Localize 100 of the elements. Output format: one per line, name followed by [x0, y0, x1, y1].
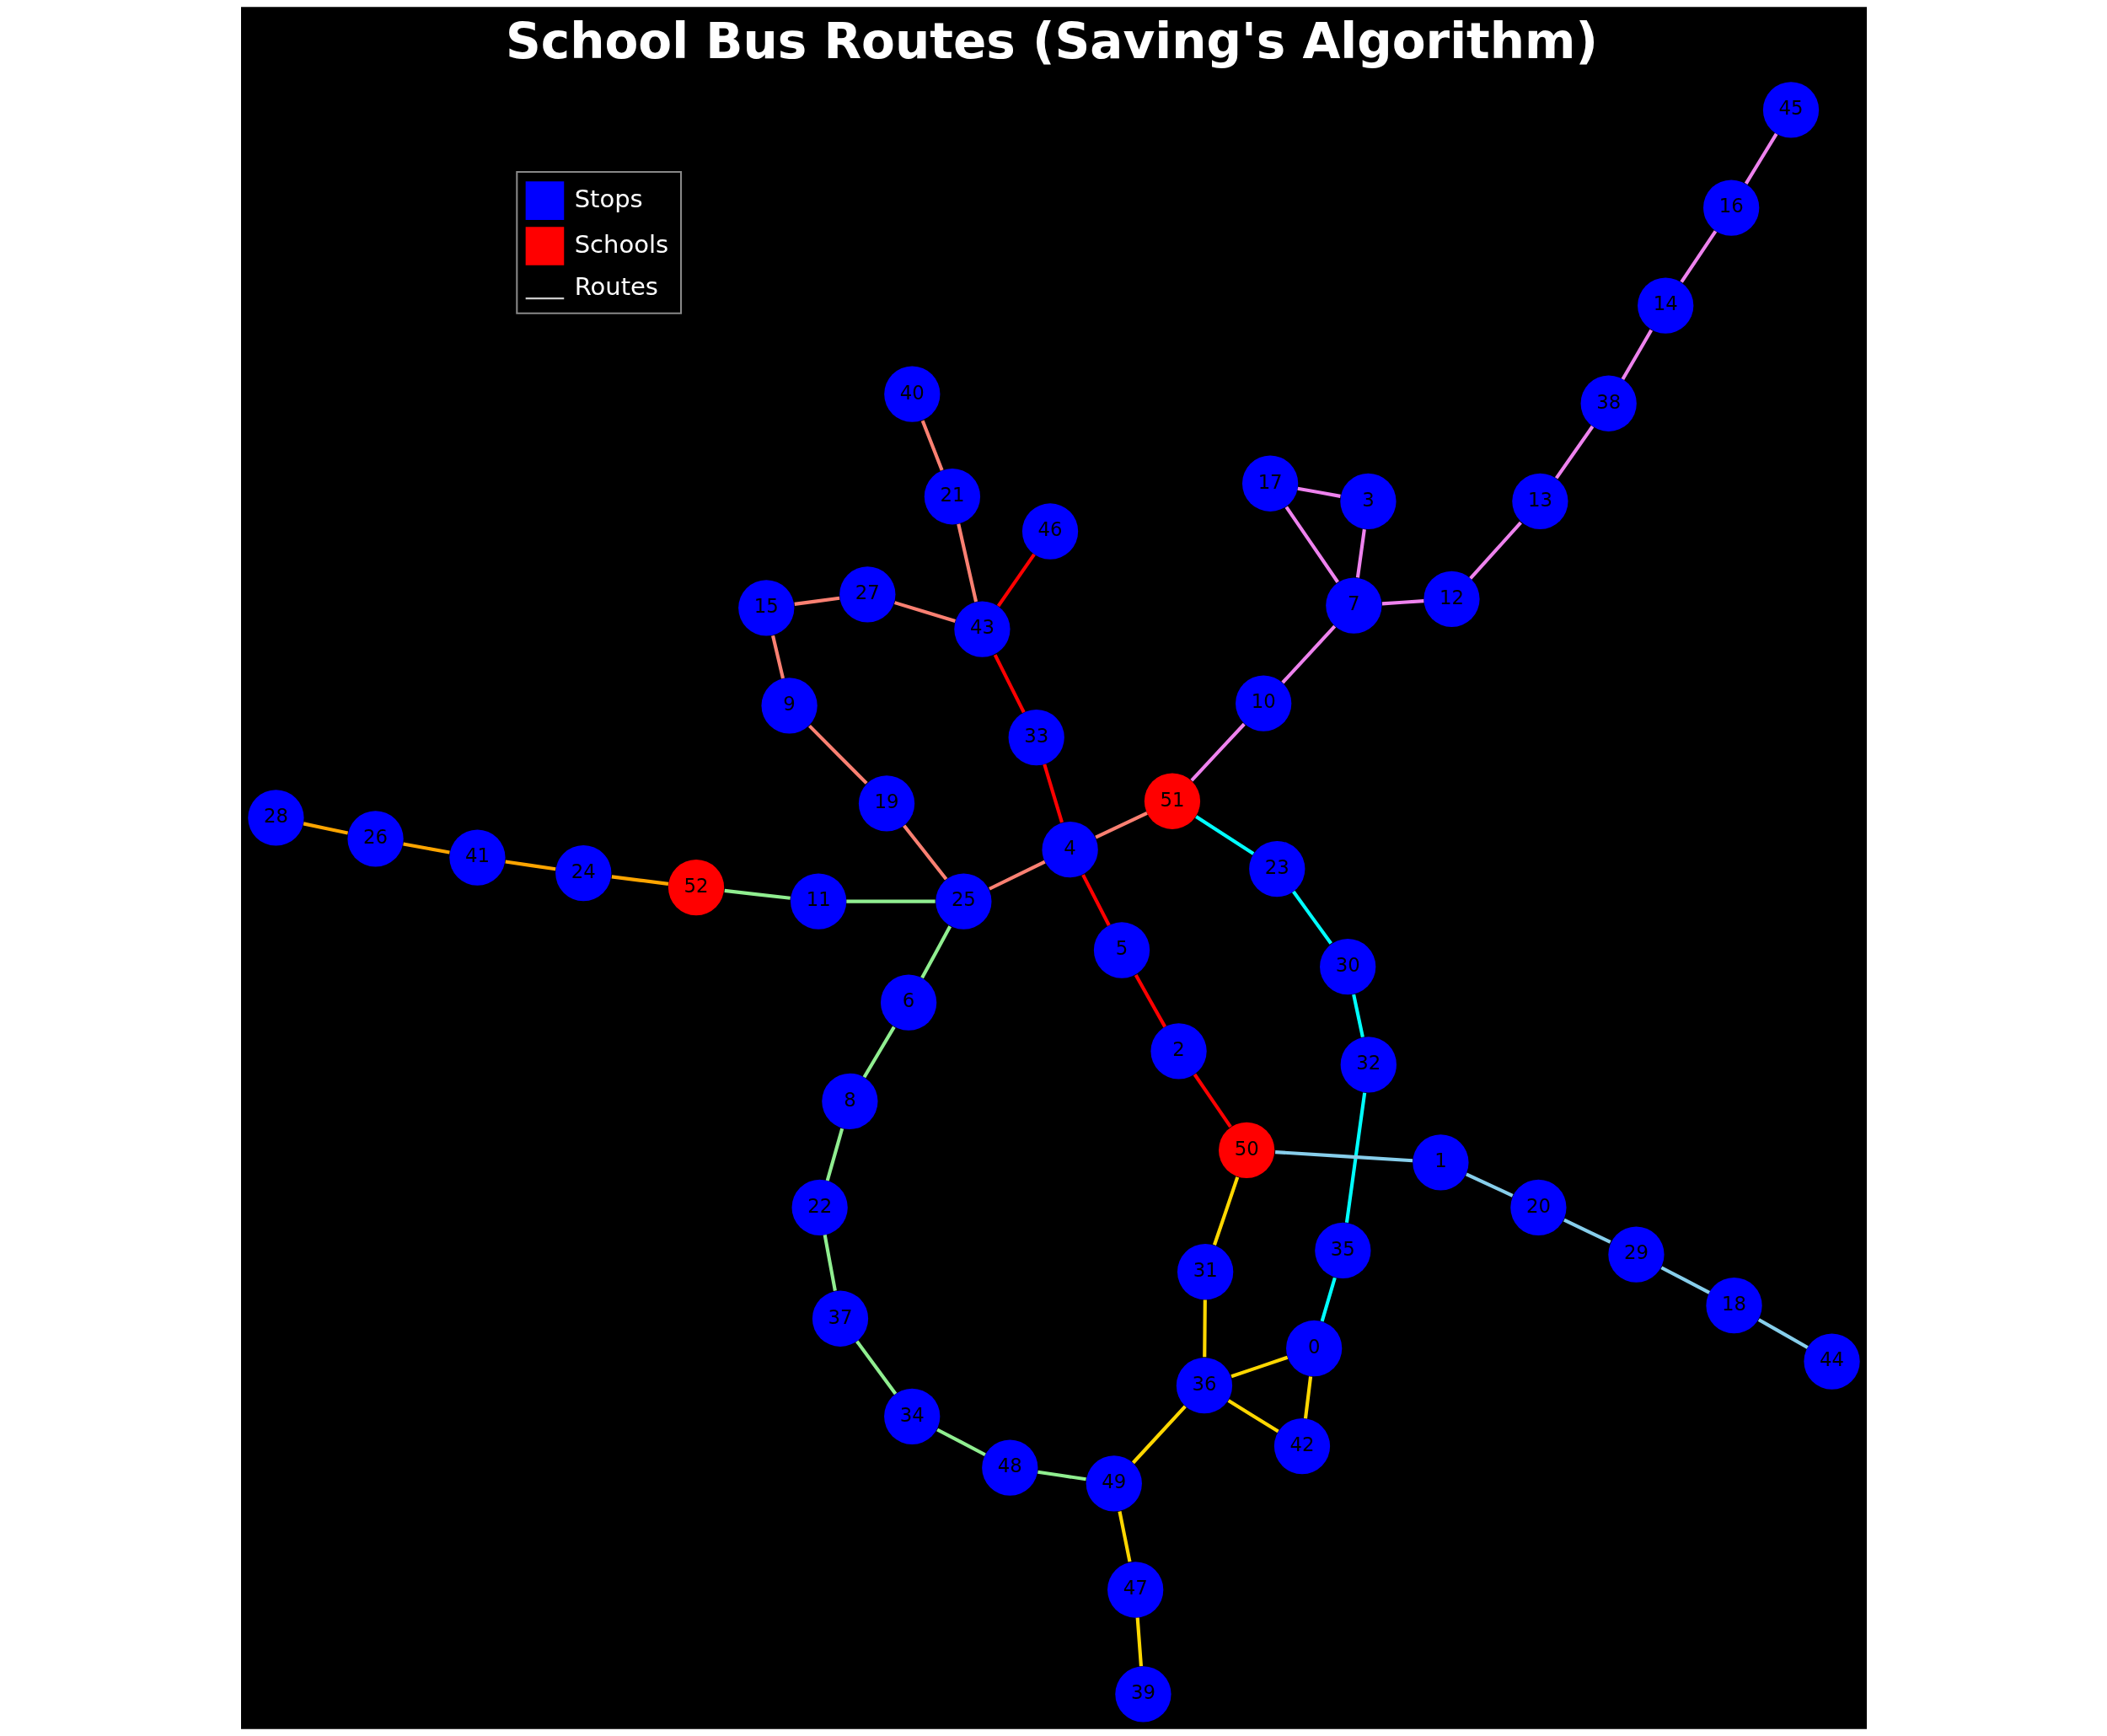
- node-circle: 16: [1702, 179, 1759, 236]
- connector: [1381, 599, 1423, 606]
- connector: [1134, 974, 1166, 1028]
- connector: [1355, 528, 1366, 578]
- connector: [919, 925, 952, 979]
- connector: [303, 822, 348, 835]
- connector: [1212, 1176, 1239, 1246]
- connector: [823, 1235, 837, 1291]
- node-circle: 6: [880, 974, 936, 1031]
- node-circle: 37: [812, 1290, 868, 1347]
- node-circle: 46: [1021, 503, 1078, 560]
- node-circle: 36: [1176, 1358, 1232, 1414]
- connector: [1131, 1405, 1187, 1465]
- connector: [902, 824, 947, 881]
- node-circle: 25: [935, 873, 991, 930]
- node-circle: 32: [1340, 1037, 1397, 1093]
- connector: [1291, 890, 1332, 945]
- node-circle: 15: [737, 580, 794, 636]
- node-circle: 31: [1177, 1244, 1233, 1300]
- node-circle: 14: [1637, 277, 1693, 334]
- connector: [770, 635, 785, 679]
- connector: [807, 724, 868, 785]
- connector: [1193, 1073, 1232, 1128]
- node-circle: 42: [1273, 1417, 1330, 1475]
- connector: [988, 860, 1046, 891]
- node-circle: 48: [981, 1439, 1037, 1496]
- node-circle: 0: [1285, 1320, 1342, 1377]
- node-circle: 29: [1607, 1226, 1665, 1283]
- connector: [956, 523, 978, 603]
- connector: [1351, 994, 1364, 1038]
- connector: [1679, 230, 1717, 283]
- node-circle: 21: [924, 469, 980, 525]
- node-circle: 28: [247, 790, 304, 846]
- connector: [1659, 1266, 1710, 1294]
- connector: [1117, 1511, 1131, 1562]
- node-circle: 43: [953, 601, 1011, 657]
- connector: [793, 596, 839, 606]
- node-circle: 11: [790, 873, 846, 930]
- node-circle: 17: [1241, 455, 1298, 512]
- connector: [1344, 1092, 1366, 1224]
- node-circle: 27: [839, 566, 895, 623]
- connector: [845, 899, 936, 903]
- node-circle: 13: [1511, 473, 1568, 529]
- node-circle: 3: [1339, 473, 1397, 530]
- connector: [1080, 874, 1111, 926]
- connector: [936, 1428, 986, 1457]
- connector: [862, 1026, 896, 1079]
- connector: [1230, 1355, 1288, 1379]
- node-circle: 22: [791, 1179, 848, 1236]
- connector: [1563, 1218, 1611, 1244]
- connector: [1194, 815, 1254, 855]
- connector: [1189, 722, 1246, 782]
- node-circle: 9: [760, 678, 818, 734]
- connector: [855, 1340, 897, 1396]
- node-circle: 33: [1008, 709, 1064, 766]
- node-circle: 7: [1325, 577, 1381, 634]
- node-circle: 10: [1235, 675, 1291, 731]
- node-circle: 26: [346, 811, 404, 867]
- connector: [402, 842, 450, 855]
- node-circle: 45: [1762, 82, 1819, 138]
- legend-label: Schools: [574, 229, 668, 259]
- connector: [993, 654, 1026, 714]
- connector: [1465, 1172, 1514, 1198]
- node-circle: 50: [1218, 1122, 1274, 1179]
- connector: [1037, 1470, 1086, 1481]
- connector: [1202, 1299, 1207, 1358]
- node-circle: 40: [883, 366, 940, 422]
- connector: [1757, 1318, 1809, 1349]
- node-circle: 2: [1150, 1023, 1207, 1080]
- connector: [504, 860, 555, 871]
- connector: [1468, 521, 1522, 580]
- legend-label: Routes: [574, 272, 658, 302]
- node-circle: 35: [1314, 1222, 1370, 1279]
- node-circle: 44: [1803, 1333, 1860, 1390]
- connector: [1303, 1376, 1312, 1419]
- connector: [1227, 1399, 1279, 1433]
- node-circle: 12: [1423, 571, 1480, 628]
- connector: [1296, 486, 1341, 498]
- connector: [1284, 506, 1339, 583]
- diagram-title: School Bus Routes (Saving's Algorithm): [505, 13, 1598, 71]
- node-circle: 4: [1041, 822, 1098, 878]
- node-circle: 23: [1248, 840, 1305, 897]
- node-circle: 20: [1509, 1179, 1567, 1236]
- node-circle: 49: [1086, 1455, 1142, 1512]
- connector: [1554, 425, 1594, 480]
- connector: [920, 420, 944, 471]
- node-circle: 30: [1319, 939, 1375, 995]
- connector: [1274, 1150, 1413, 1163]
- node-circle: 24: [555, 844, 611, 902]
- connector: [611, 875, 668, 886]
- node-circle: 18: [1705, 1278, 1762, 1334]
- node-circle: 52: [667, 859, 724, 916]
- node-circle: 41: [448, 829, 506, 886]
- connector: [825, 1128, 844, 1181]
- legend-label: Stops: [574, 184, 643, 213]
- connector: [1135, 1617, 1143, 1667]
- node-circle: 5: [1093, 922, 1150, 978]
- connector: [1094, 812, 1148, 839]
- connector: [893, 601, 956, 623]
- node-circle: 39: [1114, 1666, 1171, 1723]
